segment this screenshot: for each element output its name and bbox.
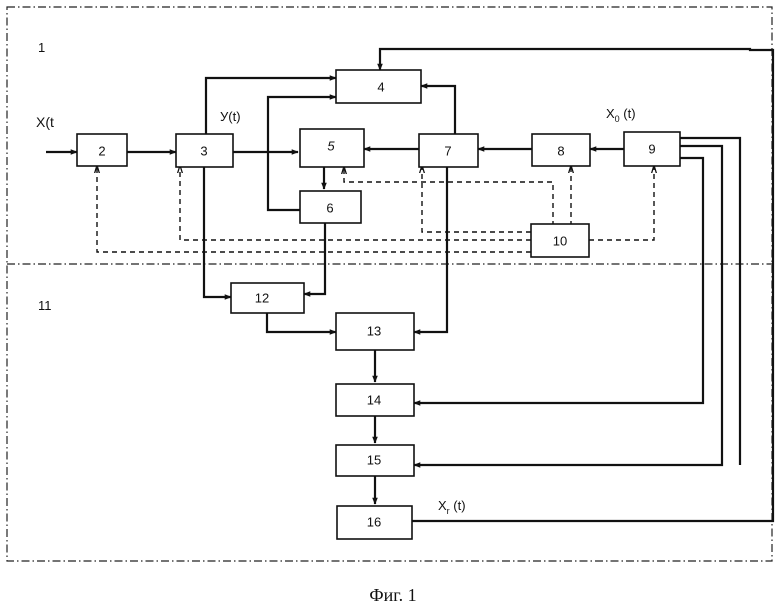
block-16-label: 16 xyxy=(367,515,381,530)
block-4-label: 4 xyxy=(377,80,384,95)
figure-caption: Фиг. 1 xyxy=(369,585,416,605)
xr-signal-label: Xr (t) xyxy=(438,498,466,516)
block-5: 5 xyxy=(300,129,364,167)
block-9: 9 xyxy=(624,132,680,166)
block-10-label: 10 xyxy=(553,234,567,249)
block-14-label: 14 xyxy=(367,393,381,408)
xr-main: X xyxy=(438,498,447,513)
ctrl-10-to-9 xyxy=(589,166,654,240)
block-14: 14 xyxy=(336,384,414,416)
region-label-top: 1 xyxy=(38,40,45,55)
block-7: 7 xyxy=(419,134,478,167)
block-2: 2 xyxy=(77,134,127,166)
x0-main: X xyxy=(606,106,615,121)
x0-signal-label: X0 (t) xyxy=(606,106,636,124)
block-15-label: 15 xyxy=(367,453,381,468)
block-15: 15 xyxy=(336,445,414,476)
block-12-label: 12 xyxy=(255,291,269,306)
block-5-label: 5 xyxy=(327,139,335,154)
block-9-label: 9 xyxy=(648,142,655,157)
block-3: 3 xyxy=(176,134,233,167)
block-13-label: 13 xyxy=(367,324,381,339)
line-9-to-15 xyxy=(414,146,722,465)
line-3-to-4 xyxy=(206,78,336,134)
ctrl-10-to-7 xyxy=(422,166,531,232)
y-signal-label: У(t) xyxy=(220,109,241,124)
line-16-feedback-to-4 xyxy=(380,49,773,521)
block-4: 4 xyxy=(336,70,421,103)
block-12: 12 xyxy=(231,283,304,313)
line-7-to-4 xyxy=(421,86,455,134)
ctrl-10-to-5 xyxy=(344,167,553,226)
block-6: 6 xyxy=(300,191,361,223)
line-3-to-12 xyxy=(204,167,231,297)
x0-arg: (t) xyxy=(620,106,636,121)
line-9-to-14 xyxy=(414,158,703,403)
input-signal-label: X(t xyxy=(36,114,54,130)
block-8: 8 xyxy=(532,134,590,166)
line-9-branch xyxy=(680,138,740,465)
block-2-label: 2 xyxy=(98,144,105,159)
xr-arg: (t) xyxy=(450,498,466,513)
block-13: 13 xyxy=(336,313,414,350)
block-3-label: 3 xyxy=(200,144,207,159)
line-12-to-13 xyxy=(267,313,336,332)
region-label-bottom: 11 xyxy=(38,298,52,313)
block-16: 16 xyxy=(337,506,412,539)
block-8-label: 8 xyxy=(557,144,564,159)
block-6-label: 6 xyxy=(326,201,333,216)
line-6-to-12 xyxy=(304,223,325,294)
block-10: 10 xyxy=(531,224,589,257)
line-7-to-13 xyxy=(414,167,447,332)
block-7-label: 7 xyxy=(444,144,451,159)
